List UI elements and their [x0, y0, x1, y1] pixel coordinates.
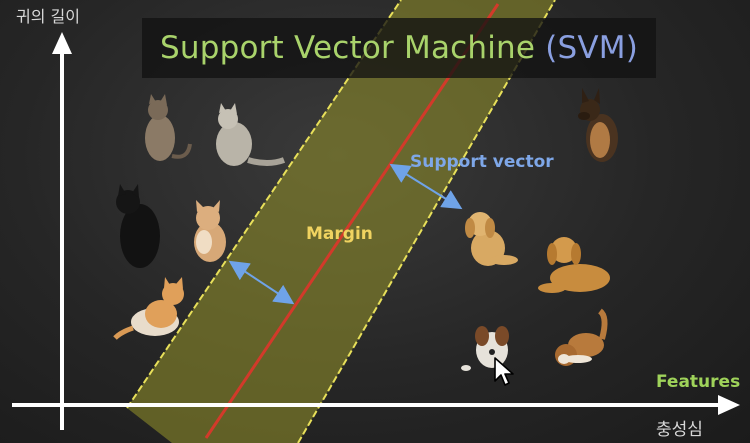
margin-band	[127, 0, 555, 443]
cat-tabby-icon	[145, 94, 192, 161]
features-label: Features	[656, 372, 741, 392]
cat-kitten-icon	[194, 200, 226, 262]
x-axis-arrow-icon	[718, 395, 740, 415]
margin-left-edge	[126, 0, 402, 409]
dog-boxer-puppy-icon	[555, 308, 608, 366]
dog-jack-russell-icon	[461, 326, 509, 371]
margin-arrow-left	[228, 260, 295, 305]
cat-gray-icon	[216, 103, 286, 166]
mouse-cursor-icon	[494, 357, 514, 386]
cat-orange-white-icon	[113, 277, 184, 340]
x-axis-label: 충성심	[656, 420, 703, 440]
support-vector-arrow	[389, 163, 463, 210]
title-main: Support Vector Machine	[159, 30, 536, 66]
support-vector-label: Support vector	[410, 152, 554, 172]
title-bar: Support Vector Machine (SVM)	[142, 18, 656, 78]
cat-black-icon	[116, 184, 160, 268]
dog-golden-pup-icon	[465, 212, 518, 266]
dog-shepherd-icon	[578, 88, 618, 162]
y-axis-arrow-icon	[52, 32, 72, 54]
title-abbrev: (SVM)	[545, 30, 639, 66]
margin-label: Margin	[306, 224, 373, 244]
y-axis-label: 귀의 길이	[16, 7, 80, 26]
dog-golden-lying-icon	[538, 237, 610, 293]
